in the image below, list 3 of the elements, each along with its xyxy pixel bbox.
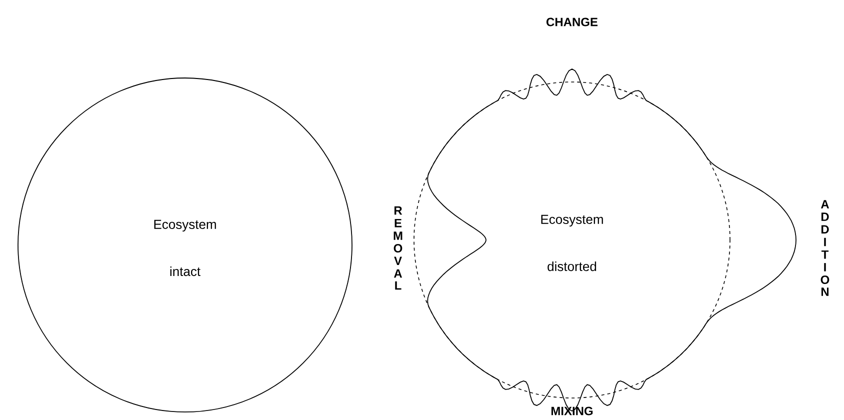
vertical-label: REMOVAL	[394, 206, 402, 290]
side-label: CHANGE	[546, 18, 598, 26]
vertical-label: ADDITION	[820, 200, 830, 296]
